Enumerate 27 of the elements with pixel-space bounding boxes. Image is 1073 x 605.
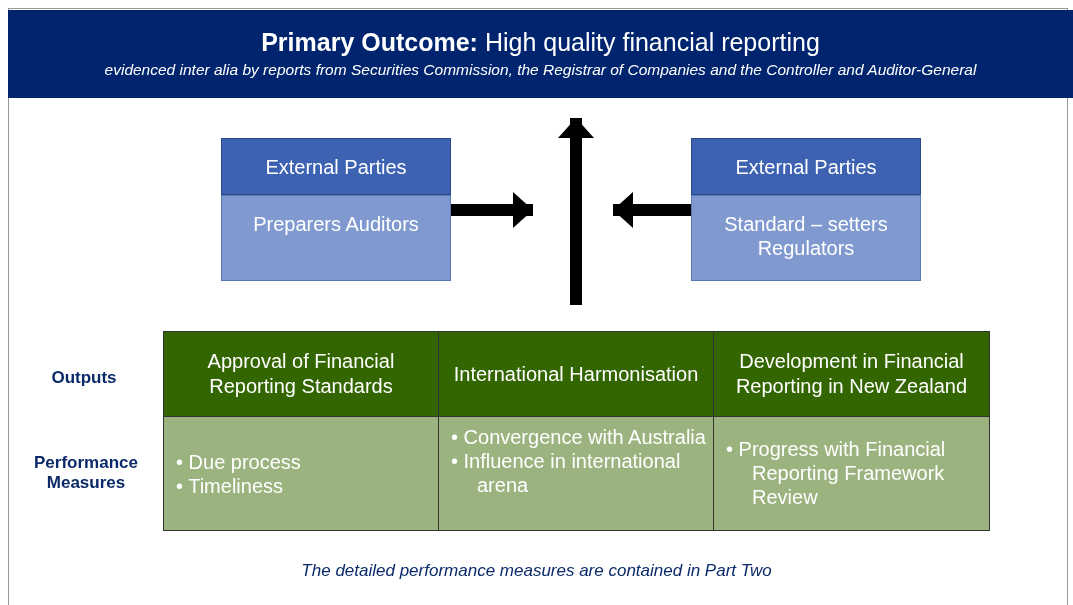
list-item: • Convergence with Australia [450, 425, 707, 449]
arrow [613, 192, 691, 228]
output-text: International Harmonisation [453, 361, 699, 387]
arrow [558, 118, 594, 305]
list-item: • Progress with Financial Reporting Framework Review [725, 437, 947, 509]
arrow [451, 192, 533, 228]
box-body: Standard – setters Regulators [691, 195, 921, 281]
banner-subtitle: evidenced inter alia by reports from Securities Commission, the Registrar of Companies and the Controller and Auditor-General [103, 61, 978, 79]
box-header: External Parties [691, 138, 921, 195]
output-cell [438, 331, 714, 417]
caption: The detailed performance measures are contained in Part Two [300, 561, 773, 581]
measure-cell [438, 416, 714, 531]
row-label: Performance Measures [33, 453, 139, 493]
output-text: Development in Financial Reporting in New Zealand [734, 349, 969, 399]
output-cell [713, 331, 990, 417]
row-label: Outputs [50, 368, 118, 388]
output-cell [163, 331, 439, 417]
measure-cell [163, 416, 439, 531]
box-header: External Parties [221, 138, 451, 195]
list-item: • Due process [175, 450, 302, 474]
banner-heading: Primary Outcome: High quality financial reporting [261, 28, 820, 57]
outcome-banner [8, 10, 1073, 98]
measure-cell [713, 416, 990, 531]
box-body: Preparers Auditors [221, 195, 451, 281]
list-item: • Influence in international arena [450, 449, 682, 497]
output-text: Approval of Financial Reporting Standards [206, 349, 396, 399]
list-item: • Timeliness [175, 474, 285, 498]
